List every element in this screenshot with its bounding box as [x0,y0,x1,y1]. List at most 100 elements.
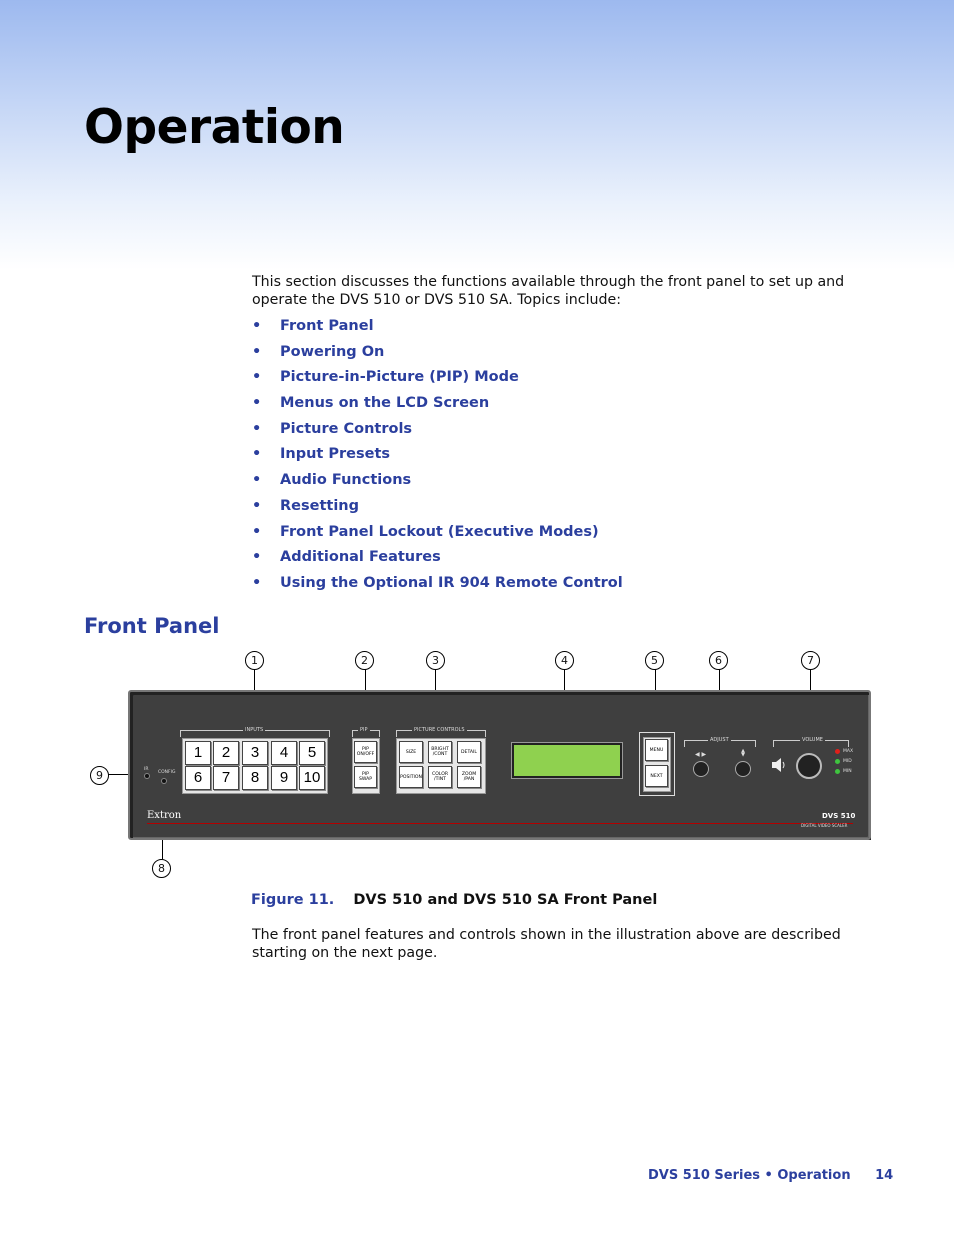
description-paragraph: The front panel features and controls sh… [252,927,841,961]
page-footer: DVS 510 Series • Operation 14 [648,1168,893,1183]
list-item: • Audio Functions [252,470,623,496]
topic-link-powering-on[interactable]: Powering On [280,343,385,360]
topic-link-menus-lcd[interactable]: Menus on the LCD Screen [280,395,490,412]
intro-paragraph: This section discusses the functions ava… [252,274,845,308]
callout-8: 8 [152,859,171,878]
page-number: 14 [875,1168,894,1183]
bullet: • [252,395,262,412]
adjust-horizontal-knob[interactable] [693,761,709,777]
callout-3: 3 [426,651,445,670]
callout-7: 7 [801,651,820,670]
zoom-pan-button[interactable]: ZOOM /PAN [457,766,481,788]
bullet: • [252,446,262,463]
bullet: • [252,318,262,334]
topic-list: • Front Panel • Powering On • Picture-in-Pi… [252,316,623,599]
list-item: • Additional Features [252,547,623,573]
panel-red-line [147,823,853,824]
topic-link-resetting[interactable]: Resetting [280,497,359,514]
inputs-label: INPUTS [243,727,266,733]
model-name: DVS 510 [822,812,856,820]
list-item: • Input Presets [252,444,623,470]
bright-cont-button[interactable]: BRIGHT /CONT [428,741,452,763]
topic-link-input-presets[interactable]: Input Presets [280,446,391,463]
bullet: • [252,420,262,437]
pip-on-off-button[interactable]: PIP ON/OFF [354,741,377,763]
input-button-5[interactable]: 5 [299,741,325,765]
config-label: CONFIG [158,770,176,775]
adjust-horizontal-arrows: ◀ ▶ [695,751,707,758]
ir-sensor-icon [144,773,150,779]
bullet: • [252,574,262,591]
bullet: • [252,523,262,540]
topic-link-audio-functions[interactable]: Audio Functions [280,472,412,489]
header-banner [0,0,954,270]
input-button-8[interactable]: 8 [242,766,268,790]
input-button-4[interactable]: 4 [271,741,297,765]
pip-label: PIP [358,727,370,733]
footer-text: DVS 510 Series • Operation [648,1168,851,1183]
lcd-screen [512,743,622,778]
list-item: • Front Panel [252,316,623,342]
callout-4: 4 [555,651,574,670]
volume-knob[interactable] [796,753,822,779]
extron-logo: Extron [147,810,182,821]
volume-max-label: MAX [843,749,854,754]
bullet: • [252,343,262,360]
topic-link-picture-controls[interactable]: Picture Controls [280,420,413,437]
menu-button[interactable]: MENU [645,739,668,761]
topic-link-ir-remote[interactable]: Using the Optional IR 904 Remote Control [280,574,623,591]
list-item: • Picture-in-Picture (PIP) Mode [252,367,623,393]
picture-controls-label: PICTURE CONTROLS [412,727,467,733]
input-button-3[interactable]: 3 [242,741,268,765]
device-front-panel: IR CONFIG INPUTS 1 2 3 4 5 6 7 8 9 10 PI… [128,690,871,840]
callout-5: 5 [645,651,664,670]
config-port-icon[interactable] [161,778,167,784]
callout-9: 9 [90,766,109,785]
callout-6: 6 [709,651,728,670]
bullet: • [252,497,262,514]
input-button-6[interactable]: 6 [185,766,211,790]
figure-number: Figure 11. [251,892,335,908]
adjust-label: ADJUST [708,737,731,743]
input-button-10[interactable]: 10 [299,766,325,790]
topic-link-front-panel[interactable]: Front Panel [280,318,374,334]
next-button[interactable]: NEXT [645,765,668,787]
figure-caption-text: DVS 510 and DVS 510 SA Front Panel [353,892,658,908]
adjust-vertical-arrows: ▲ ▼ [741,748,745,758]
topic-link-pip-mode[interactable]: Picture-in-Picture (PIP) Mode [280,369,519,386]
volume-label: VOLUME [800,737,825,743]
ir-label: IR [144,767,149,772]
input-button-7[interactable]: 7 [213,766,239,790]
input-button-2[interactable]: 2 [213,741,239,765]
section-heading: Front Panel [84,614,220,638]
size-button[interactable]: SIZE [399,741,423,763]
volume-mid-led [835,759,840,764]
callout-2: 2 [355,651,374,670]
input-button-9[interactable]: 9 [271,766,297,790]
position-button[interactable]: POSITION [399,766,423,788]
volume-min-led [835,769,840,774]
pip-swap-button[interactable]: PIP SWAP [354,766,377,788]
bullet: • [252,369,262,386]
leader-line-9 [108,774,144,776]
adjust-vertical-knob[interactable] [735,761,751,777]
volume-mid-label: MID [843,759,852,764]
volume-min-label: MIN [843,769,852,774]
page-title: Operation [84,100,345,155]
list-item: • Front Panel Lockout (Executive Modes) [252,522,623,548]
color-tint-button[interactable]: COLOR /TINT [428,766,452,788]
list-item: • Powering On [252,342,623,368]
list-item: • Menus on the LCD Screen [252,393,623,419]
bullet: • [252,549,262,566]
list-item: • Picture Controls [252,419,623,445]
topic-link-additional-features[interactable]: Additional Features [280,549,441,566]
detail-button[interactable]: DETAIL [457,741,481,763]
speaker-icon [772,758,785,772]
topic-link-front-panel-lockout[interactable]: Front Panel Lockout (Executive Modes) [280,523,599,540]
bullet: • [252,472,262,489]
front-panel-figure: 1 2 3 4 5 6 7 8 9 IR CONFIG INPUTS 1 2 3… [0,640,954,890]
list-item: • Resetting [252,496,623,522]
model-subtitle: DIGITAL VIDEO SCALER [801,823,848,828]
figure-caption: Figure 11. DVS 510 and DVS 510 SA Front … [251,892,657,908]
input-button-1[interactable]: 1 [185,741,211,765]
